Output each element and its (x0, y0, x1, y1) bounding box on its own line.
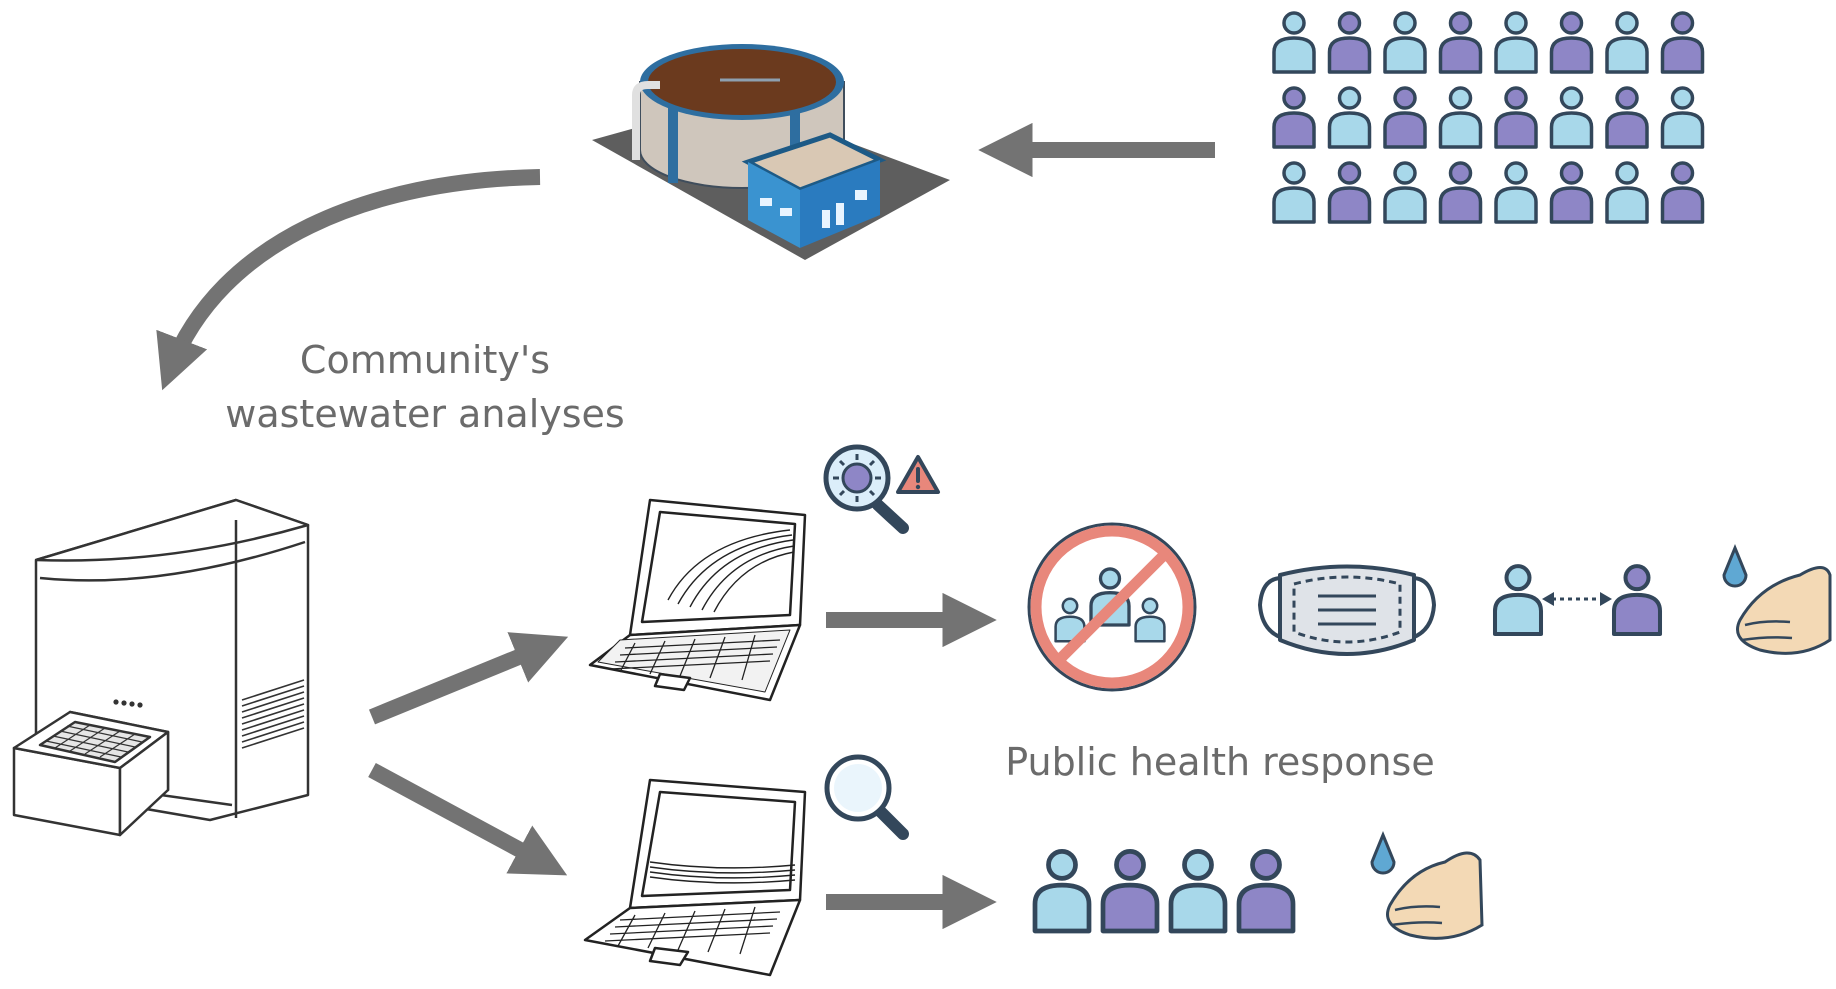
person-icon (1549, 86, 1594, 149)
keyboard-grid (604, 906, 781, 955)
person-icon (1327, 11, 1372, 74)
virus-magnifier-icon (823, 444, 909, 534)
person-icon (1100, 848, 1160, 934)
machine-vent (241, 679, 305, 749)
magnifier-icon (824, 754, 909, 840)
person-icon (1272, 86, 1316, 149)
person-icon (1549, 11, 1594, 74)
person-icon (1494, 161, 1538, 224)
wastewater-treatment-plant-icon (592, 44, 950, 260)
person-icon (1383, 11, 1427, 74)
person-icon (1494, 86, 1538, 149)
person-icon (1549, 161, 1594, 224)
laptop-positive-curves-icon (588, 498, 807, 702)
person-icon (1438, 11, 1483, 74)
person-icon (1383, 161, 1427, 224)
handwashing-icon (1370, 831, 1484, 940)
person-icon (1660, 11, 1705, 74)
warning-icon (896, 455, 940, 494)
person-icon (1168, 848, 1228, 934)
flat-curves (649, 861, 796, 884)
person-icon (1134, 597, 1166, 643)
person-icon (1327, 161, 1372, 224)
handwashing-icon (1722, 544, 1832, 655)
person-icon (1494, 11, 1538, 74)
no-gathering-icon (1027, 522, 1197, 692)
arrow-machine-to-laptop-bottom (368, 762, 568, 876)
person-icon (1272, 11, 1316, 74)
person-icon (1236, 848, 1296, 934)
people-group-icon (1032, 848, 1296, 934)
person-icon (1660, 161, 1705, 224)
public-health-response-label: Public health response (1005, 740, 1435, 784)
population-grid-icon (1272, 11, 1705, 224)
community-label-line1: Community's (299, 338, 551, 382)
person-icon (1492, 564, 1544, 637)
person-icon (1438, 161, 1483, 224)
person-icon (1438, 86, 1483, 149)
person-icon (1611, 564, 1663, 637)
keyboard-grid (609, 634, 781, 681)
machine-dots (113, 699, 143, 708)
person-icon (1383, 86, 1427, 149)
qpcr-machine-icon (12, 498, 310, 837)
amplification-curves (667, 529, 795, 613)
social-distance-icon (1492, 564, 1663, 637)
person-icon (1272, 161, 1316, 224)
flow-arrows (156, 122, 1215, 930)
arrow-machine-to-laptop-top (368, 632, 569, 725)
person-icon (1605, 161, 1649, 224)
person-icon (1327, 86, 1372, 149)
face-mask-icon (1258, 564, 1436, 656)
person-icon (1605, 86, 1649, 149)
well-plate (45, 724, 143, 758)
person-icon (1605, 11, 1649, 74)
community-label-line2: wastewater analyses (225, 392, 625, 436)
community-analyses-label: Community's wastewater analyses (215, 333, 635, 441)
person-icon (1032, 848, 1092, 934)
person-icon (1660, 86, 1705, 149)
arrow-plant-to-analysis (156, 169, 541, 391)
laptop-flat-curves-icon (583, 778, 807, 977)
